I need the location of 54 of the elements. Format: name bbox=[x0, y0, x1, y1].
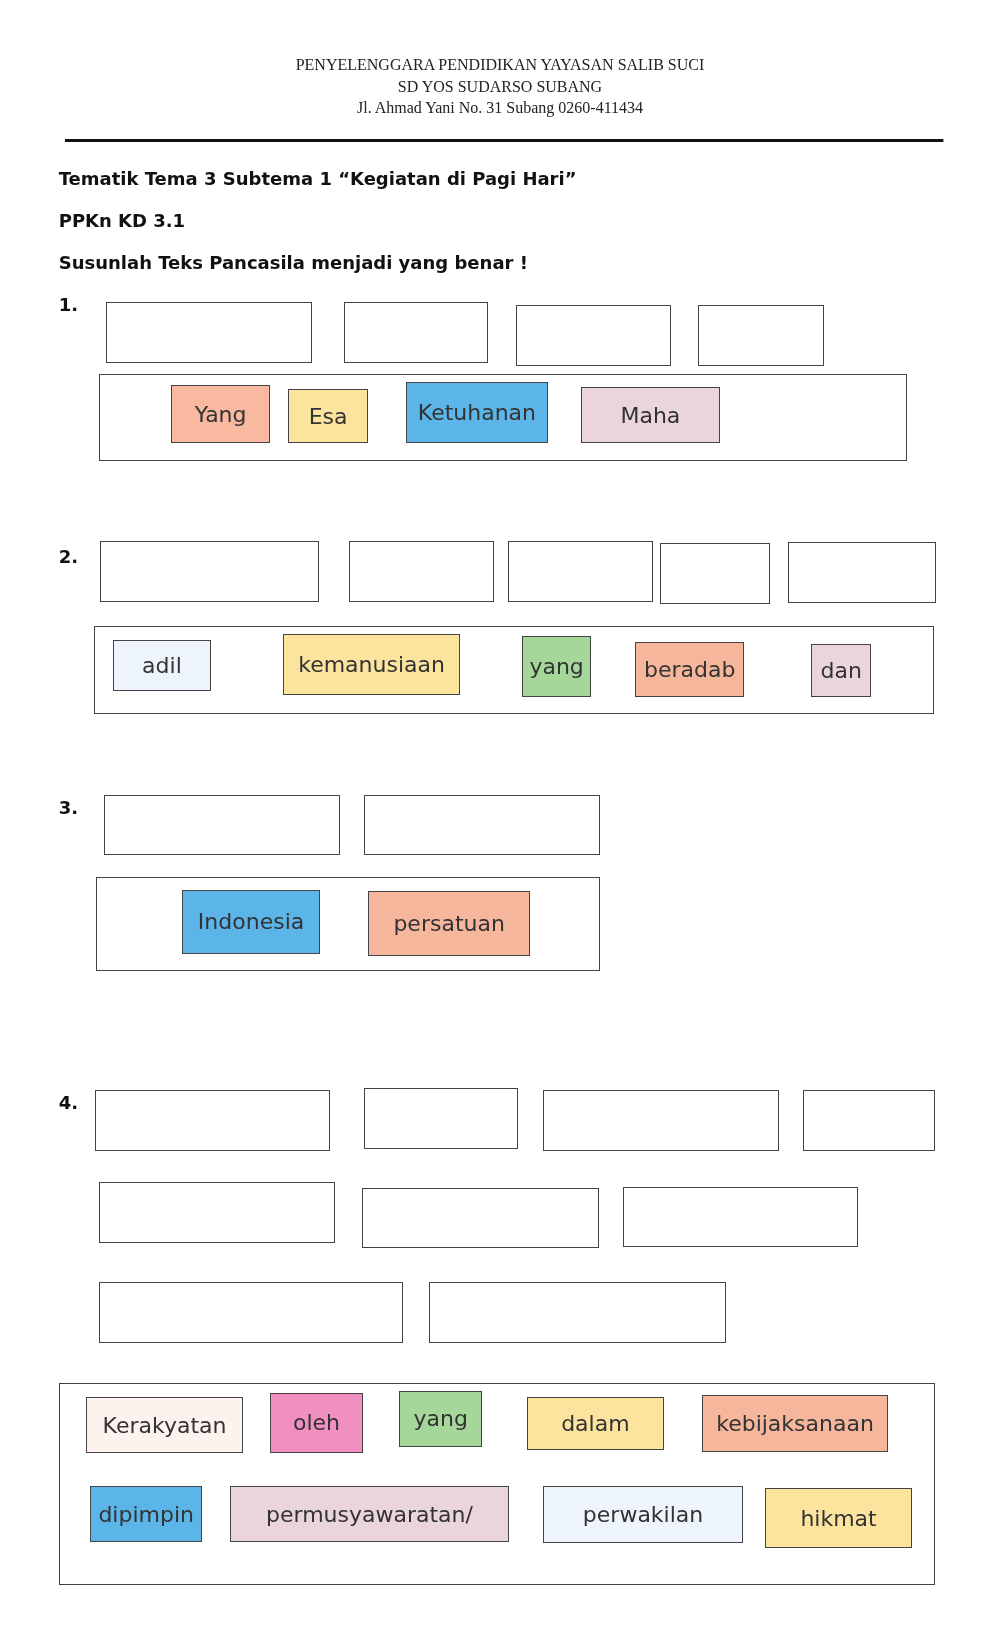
word-card: beradab bbox=[635, 641, 745, 698]
answer-box bbox=[98, 1182, 336, 1244]
answer-box bbox=[363, 1088, 518, 1149]
word-card: oleh bbox=[270, 1393, 363, 1453]
word-card: persatuan bbox=[367, 890, 531, 956]
answer-box bbox=[349, 540, 494, 602]
header-text: PENYELENGGARA PENDIDIKAN YAYASAN SALIB SUCI bbox=[294, 56, 706, 75]
header-text: SD YOS SUDARSO SUBANG bbox=[396, 78, 604, 97]
word-card: yang bbox=[522, 636, 592, 698]
word-card: kebijaksanaan bbox=[702, 1395, 888, 1452]
word-card: Esa bbox=[288, 388, 368, 444]
word-card: Kerakyatan bbox=[85, 1397, 244, 1453]
word-card: yang bbox=[399, 1390, 483, 1447]
word-card: dipimpin bbox=[90, 1486, 203, 1542]
answer-box bbox=[698, 305, 824, 366]
subject-text: PPKn KD 3.1 bbox=[58, 210, 186, 232]
answer-box bbox=[508, 540, 653, 602]
address-text: Jl. Ahmad Yani No. 31 Subang 0260-411434 bbox=[355, 99, 645, 117]
word-card: Yang bbox=[170, 384, 271, 444]
answer-box bbox=[343, 301, 489, 363]
answer-box bbox=[802, 1090, 935, 1151]
question-number: 1. bbox=[58, 293, 79, 315]
answer-box bbox=[428, 1281, 727, 1343]
word-card: Indonesia bbox=[182, 889, 320, 954]
question-number: 3. bbox=[58, 797, 79, 819]
answer-box bbox=[363, 794, 600, 856]
answer-box bbox=[361, 1187, 599, 1249]
answer-box bbox=[98, 1281, 403, 1343]
answer-box bbox=[99, 540, 319, 602]
answer-box bbox=[95, 1090, 331, 1151]
word-bank-panel bbox=[98, 374, 907, 462]
word-bank-panel bbox=[58, 1382, 935, 1585]
answer-box bbox=[660, 542, 771, 604]
word-card: permusyawaratan/ bbox=[229, 1486, 510, 1542]
word-card: kemanusiaan bbox=[283, 634, 461, 695]
worksheet-title: Tematik Tema 3 Subtema 1 “Kegiatan di Pagi Hari” bbox=[58, 168, 577, 190]
word-card: hikmat bbox=[765, 1488, 912, 1549]
answer-box bbox=[622, 1186, 859, 1248]
word-bank-panel bbox=[94, 625, 934, 714]
word-card: dan bbox=[811, 643, 872, 698]
word-card: adil bbox=[113, 640, 211, 691]
word-bank-panel bbox=[96, 877, 600, 971]
answer-box bbox=[105, 301, 313, 363]
instruction-text: Susunlah Teks Pancasila menjadi yang benar ! bbox=[58, 252, 528, 274]
word-card: perwakilan bbox=[542, 1486, 744, 1543]
word-card: Ketuhanan bbox=[405, 381, 549, 444]
word-card: dalam bbox=[527, 1397, 664, 1450]
answer-box bbox=[788, 541, 937, 603]
question-number: 4. bbox=[58, 1091, 79, 1113]
answer-box bbox=[103, 794, 340, 856]
answer-box bbox=[515, 305, 671, 366]
question-number: 2. bbox=[58, 545, 79, 567]
word-card: Maha bbox=[580, 386, 721, 444]
answer-box bbox=[542, 1090, 779, 1151]
